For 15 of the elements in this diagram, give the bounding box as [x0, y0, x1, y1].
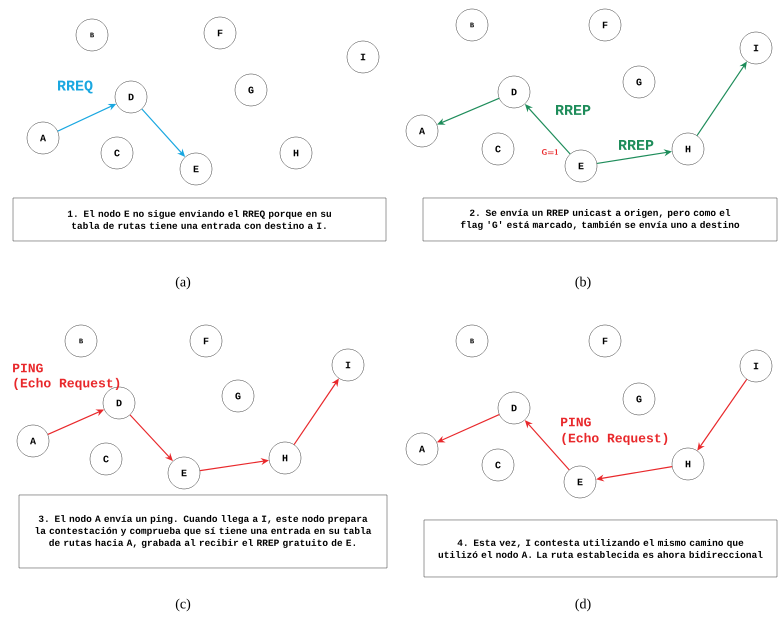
message-label: PING [13, 364, 43, 372]
flag-label: G=1 [542, 149, 558, 155]
caption-box: 3. El nodo A envía un ping. Cuando llega a I, este nodo prepara la contestación y comprueba que sí tiene una entrada en su tabla de rutas hacia A, grabada al recibir el RREP gratuito de E. [18, 494, 388, 568]
edge-label: RREP [619, 140, 654, 150]
caption-box: 4. Esta vez, I contesta utilizando el mismo camino que utilizó el nodo A. La ruta establecida es ahora bidireccional [424, 520, 778, 578]
panel-label: (a) [176, 276, 190, 290]
caption-box: 1. El nodo E no sigue enviando el RREQ porque en su tabla de rutas tiene una entrada con destino a I. [12, 198, 386, 242]
caption-box: 2. Se envía un RREP unicast a origen, pero como el flag 'G' está marcado, también se envía uno a destino [422, 198, 778, 242]
edge-label: RREP [556, 105, 590, 115]
message-label: PING [561, 418, 591, 426]
edge-label: RREQ [58, 80, 93, 94]
panel-label: (d) [575, 598, 591, 612]
panel-label: (c) [176, 598, 190, 612]
message-label: (Echo Request) [562, 432, 668, 446]
panel-label: (b) [575, 276, 591, 290]
